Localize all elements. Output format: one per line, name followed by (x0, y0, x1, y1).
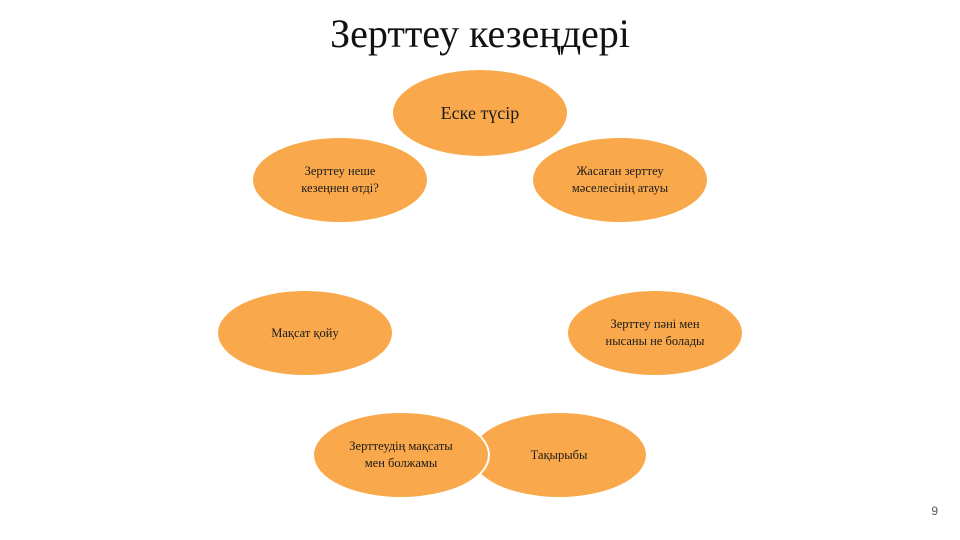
page-number: 9 (931, 504, 938, 518)
cycle-node-label: Зерттеудің мақсаты мен болжамы (349, 439, 453, 470)
cycle-node-problem-name: Жасаған зерттеу мәселесінің атауы (531, 136, 709, 224)
cycle-node-label: Зерттеу неше кезеңнен өтді? (301, 164, 379, 195)
cycle-node-topic: Тақырыбы (470, 411, 648, 499)
cycle-node-subject-object: Зерттеу пәні мен нысаны не болады (566, 289, 744, 377)
cycle-node-label: Тақырыбы (530, 447, 588, 462)
cycle-node-set-goal: Мақсат қойу (216, 289, 394, 377)
slide-title: Зерттеу кезеңдері (330, 11, 630, 56)
cycle-node-recall: Еске түсір (391, 68, 569, 158)
cycle-node-label: Еске түсір (440, 102, 520, 123)
cycle-node-stages-count: Зерттеу неше кезеңнен өтді? (251, 136, 429, 224)
cycle-node-label: Жасаған зерттеу мәселесінің атауы (571, 164, 669, 195)
cycle-node-label: Зерттеу пәні мен нысаны не болады (605, 317, 705, 348)
cycle-node-goal-hypothesis: Зерттеудің мақсаты мен болжамы (312, 411, 490, 499)
cycle-node-label: Мақсат қойу (271, 325, 339, 340)
